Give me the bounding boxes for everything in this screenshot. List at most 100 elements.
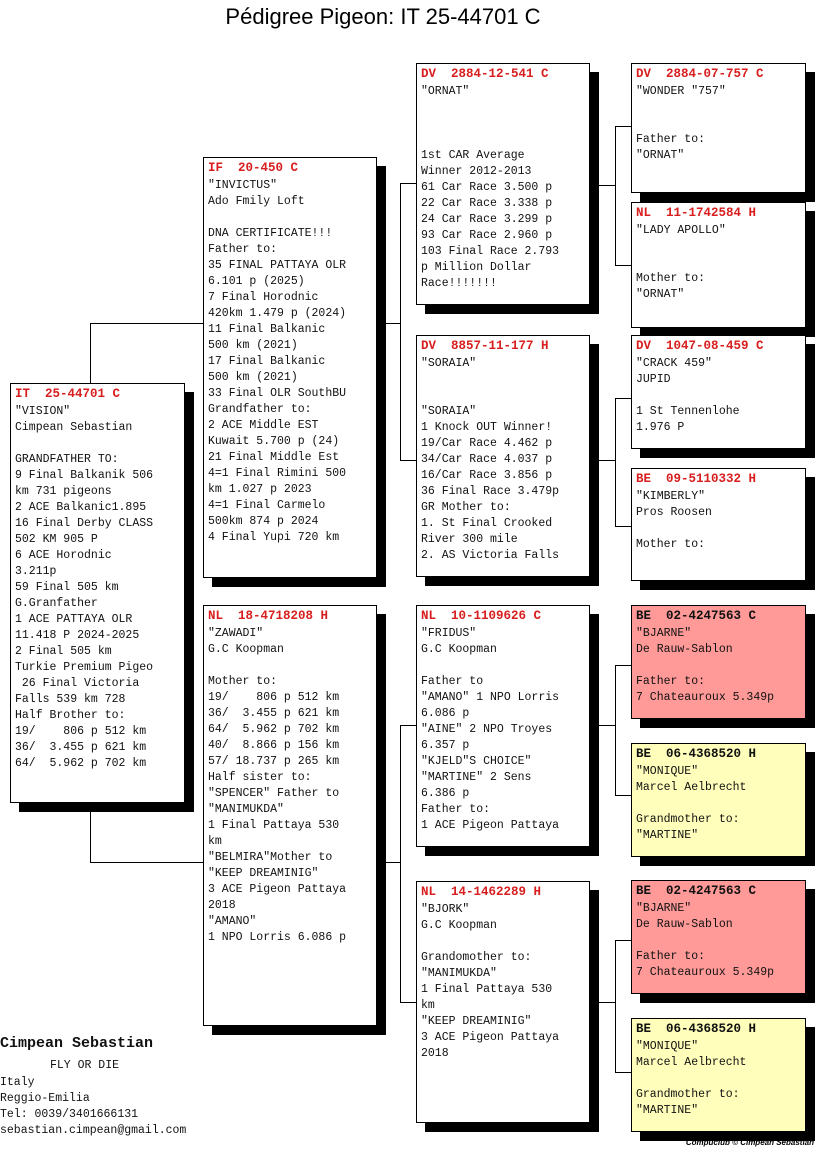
connector-line (615, 526, 631, 527)
pigeon-info-line: "MANIMUKDA" (421, 967, 497, 980)
connector-line (615, 1072, 631, 1073)
pigeon-info-line: Pros Roosen (636, 506, 712, 519)
pigeon-info-line (421, 388, 585, 404)
pigeon-info-line: km 731 pigeons (15, 485, 112, 498)
connector-line (385, 323, 401, 324)
pigeon-info-line (636, 796, 801, 812)
pigeon-info-line: "KEEP DREAMINIG" (421, 1015, 532, 1028)
pigeon-info-line: G.Granfather (15, 597, 98, 610)
pigeon-info-line: "BELMIRA"Mother to (208, 851, 333, 864)
owner-country: Italy (0, 1076, 35, 1089)
ring-number: NL 10-1109626 C (421, 609, 542, 623)
pigeon-card-sire-dam[interactable]: DV 8857-11-177 H"SORAIA""SORAIA"1 Knock … (416, 335, 590, 577)
connector-line (598, 460, 615, 461)
connector-line (598, 725, 615, 726)
pigeon-info-line: Mother to: (636, 538, 706, 551)
pigeon-info-line: 1 ACE Pigeon Pattaya (421, 819, 560, 832)
pigeon-info-line: "BJORK" (421, 903, 470, 916)
pigeon-info-line: "WONDER "757" (636, 85, 726, 98)
pigeon-info-line: 500 km (2021) (208, 339, 298, 352)
pigeon-info-line: 19/Car Race 4.462 p (421, 437, 553, 450)
pigeon-info-line: 11.418 P 2024-2025 (15, 629, 140, 642)
pigeon-info-line: Half Brother to: (15, 709, 126, 722)
pigeon-info-line: "SORAIA" (421, 357, 477, 370)
pigeon-info-line: "ORNAT" (636, 149, 685, 162)
pigeon-info-line: "BJARNE" (636, 627, 692, 640)
pigeon-card-ggp-8[interactable]: BE 06-4368520 H"MONIQUE"Marcel Aelbrecht… (631, 1018, 806, 1132)
pigeon-card-ggp-2[interactable]: NL 11-1742584 H"LADY APOLLO"Mother to:"O… (631, 202, 806, 328)
pigeon-info-line (636, 255, 801, 271)
owner-email[interactable]: sebastian.cimpean@gmail.com (0, 1124, 187, 1137)
pigeon-info-line: 3 ACE Pigeon Pattaya (421, 1031, 560, 1044)
pigeon-info-line: km 1.027 p 2023 (208, 483, 312, 496)
pigeon-info-line: G.C Koopman (208, 643, 284, 656)
copyright-footer: Compuclub © Cimpean Sebastian (685, 1138, 814, 1147)
pigeon-info-line: 2 ACE Middle EST (208, 419, 319, 432)
connector-line (400, 460, 416, 461)
pigeon-info-line: 36 Final Race 3.479p (421, 485, 560, 498)
pigeon-info-line: 1 NPO Lorris 6.086 p (208, 931, 347, 944)
ring-number: BE 02-4247563 C (636, 609, 757, 623)
pigeon-card-ggp-1[interactable]: DV 2884-07-757 C"WONDER "757"Father to:"… (631, 63, 806, 193)
pigeon-info-line: 19/ 806 p 512 km (15, 725, 147, 738)
ring-number: BE 02-4247563 C (636, 884, 757, 898)
pigeon-info-line: 9 Final Balkanik 506 (15, 469, 154, 482)
pigeon-info-line: 1. St Final Crooked (421, 517, 553, 530)
connector-line (400, 1002, 416, 1003)
pigeon-info-line: 24 Car Race 3.299 p (421, 213, 553, 226)
pigeon-info-line (636, 116, 801, 132)
pigeon-info-line (421, 372, 585, 388)
pigeon-info-line: "ZAWADI" (208, 627, 264, 640)
pigeon-info-line: River 300 mile (421, 533, 518, 546)
connector-line (90, 862, 203, 863)
pigeon-info-line: 64/ 5.962 p 702 km (208, 723, 340, 736)
pigeon-info-line: "INVICTUS" (208, 179, 278, 192)
pigeon-card-ggp-6[interactable]: BE 06-4368520 H"MONIQUE"Marcel Aelbrecht… (631, 743, 806, 857)
pigeon-info-line (636, 1071, 801, 1087)
pigeon-info-line: Grandfather to: (208, 403, 312, 416)
pigeon-info-line: 500 km (2021) (208, 371, 298, 384)
connector-line (615, 398, 616, 526)
pigeon-info-line: 1 Final Pattaya 530 (208, 819, 340, 832)
ring-number: DV 2884-12-541 C (421, 67, 549, 81)
pigeon-info-line: Marcel Aelbrecht (636, 1056, 747, 1069)
ring-number: IT 25-44701 C (15, 387, 121, 401)
ring-number: IF 20-450 C (208, 161, 299, 175)
pigeon-info-line: 7 Chateauroux 5.349p (636, 966, 775, 979)
pigeon-info-line: Grandmother to: (636, 813, 740, 826)
pigeon-info-line: "LADY APOLLO" (636, 224, 726, 237)
pigeon-info-line (208, 658, 372, 674)
pigeon-info-line: 19/ 806 p 512 km (208, 691, 340, 704)
pigeon-info-line: 1 Knock OUT Winner! (421, 421, 553, 434)
pigeon-info-line (636, 933, 801, 949)
pigeon-info-line: 6.386 p (421, 787, 470, 800)
pigeon-info-line: 4=1 Final Rimini 500 (208, 467, 347, 480)
ring-number: BE 06-4368520 H (636, 747, 757, 761)
pigeon-info-line: "MANIMUKDA" (208, 803, 284, 816)
pigeon-info-line: 16/Car Race 3.856 p (421, 469, 553, 482)
pigeon-info-line: "VISION" (15, 405, 71, 418)
pigeon-info-line: "SORAIA" (421, 405, 477, 418)
ring-number: DV 2884-07-757 C (636, 67, 764, 81)
pigeon-info-line: Race!!!!!!! (421, 277, 497, 290)
pigeon-info-line: 6 ACE Horodnic (15, 549, 112, 562)
connector-line (90, 323, 203, 324)
owner-motto: FLY OR DIE (50, 1059, 120, 1072)
pigeon-info-line: Grandomother to: (421, 951, 532, 964)
pigeon-info-line: 103 Final Race 2.793 (421, 245, 560, 258)
ring-number: BE 06-4368520 H (636, 1022, 757, 1036)
connector-line (615, 126, 616, 265)
pigeon-info-line: DNA CERTIFICATE!!! (208, 227, 333, 240)
pigeon-info-line: Father to: (636, 950, 706, 963)
connector-line (90, 810, 91, 862)
